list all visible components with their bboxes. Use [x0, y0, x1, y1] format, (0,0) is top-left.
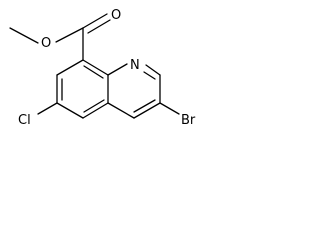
c8a-c8-bond	[82, 59, 109, 76]
c5-c4a-double-bond	[83, 99, 105, 113]
c4-c4a-bond	[107, 102, 135, 119]
n1-c2-bond	[145, 64, 161, 76]
c8-c7-bond	[56, 59, 84, 76]
c3-c4-bond	[133, 102, 161, 119]
c8a-n1-bond	[107, 63, 128, 76]
c6-c5-bond	[56, 102, 84, 119]
c3-c4-double-bond	[133, 99, 156, 113]
ester-oxygen-label: O	[41, 36, 51, 51]
carbonyl-double-bond-outer	[82, 13, 108, 29]
carbonyl-oxygen-label: O	[111, 8, 121, 23]
chlorine-label: Cl	[18, 113, 31, 128]
c8a-c8-double-bond	[83, 65, 104, 79]
c5-c4a-bond	[82, 102, 109, 119]
c6-cl-bond	[37, 102, 58, 115]
methyl-o-bond	[9, 27, 39, 44]
nitrogen-label: N	[130, 58, 140, 73]
n1-c2-double-bond	[143, 71, 156, 80]
bromine-label: Br	[181, 113, 196, 128]
c3-br-bond	[159, 102, 180, 115]
quinoline-structure-diagram: O O N Cl Br	[9, 8, 196, 128]
carbonyl-double-bond-inner	[87, 19, 111, 34]
o-carbonyl-bond	[55, 27, 84, 43]
